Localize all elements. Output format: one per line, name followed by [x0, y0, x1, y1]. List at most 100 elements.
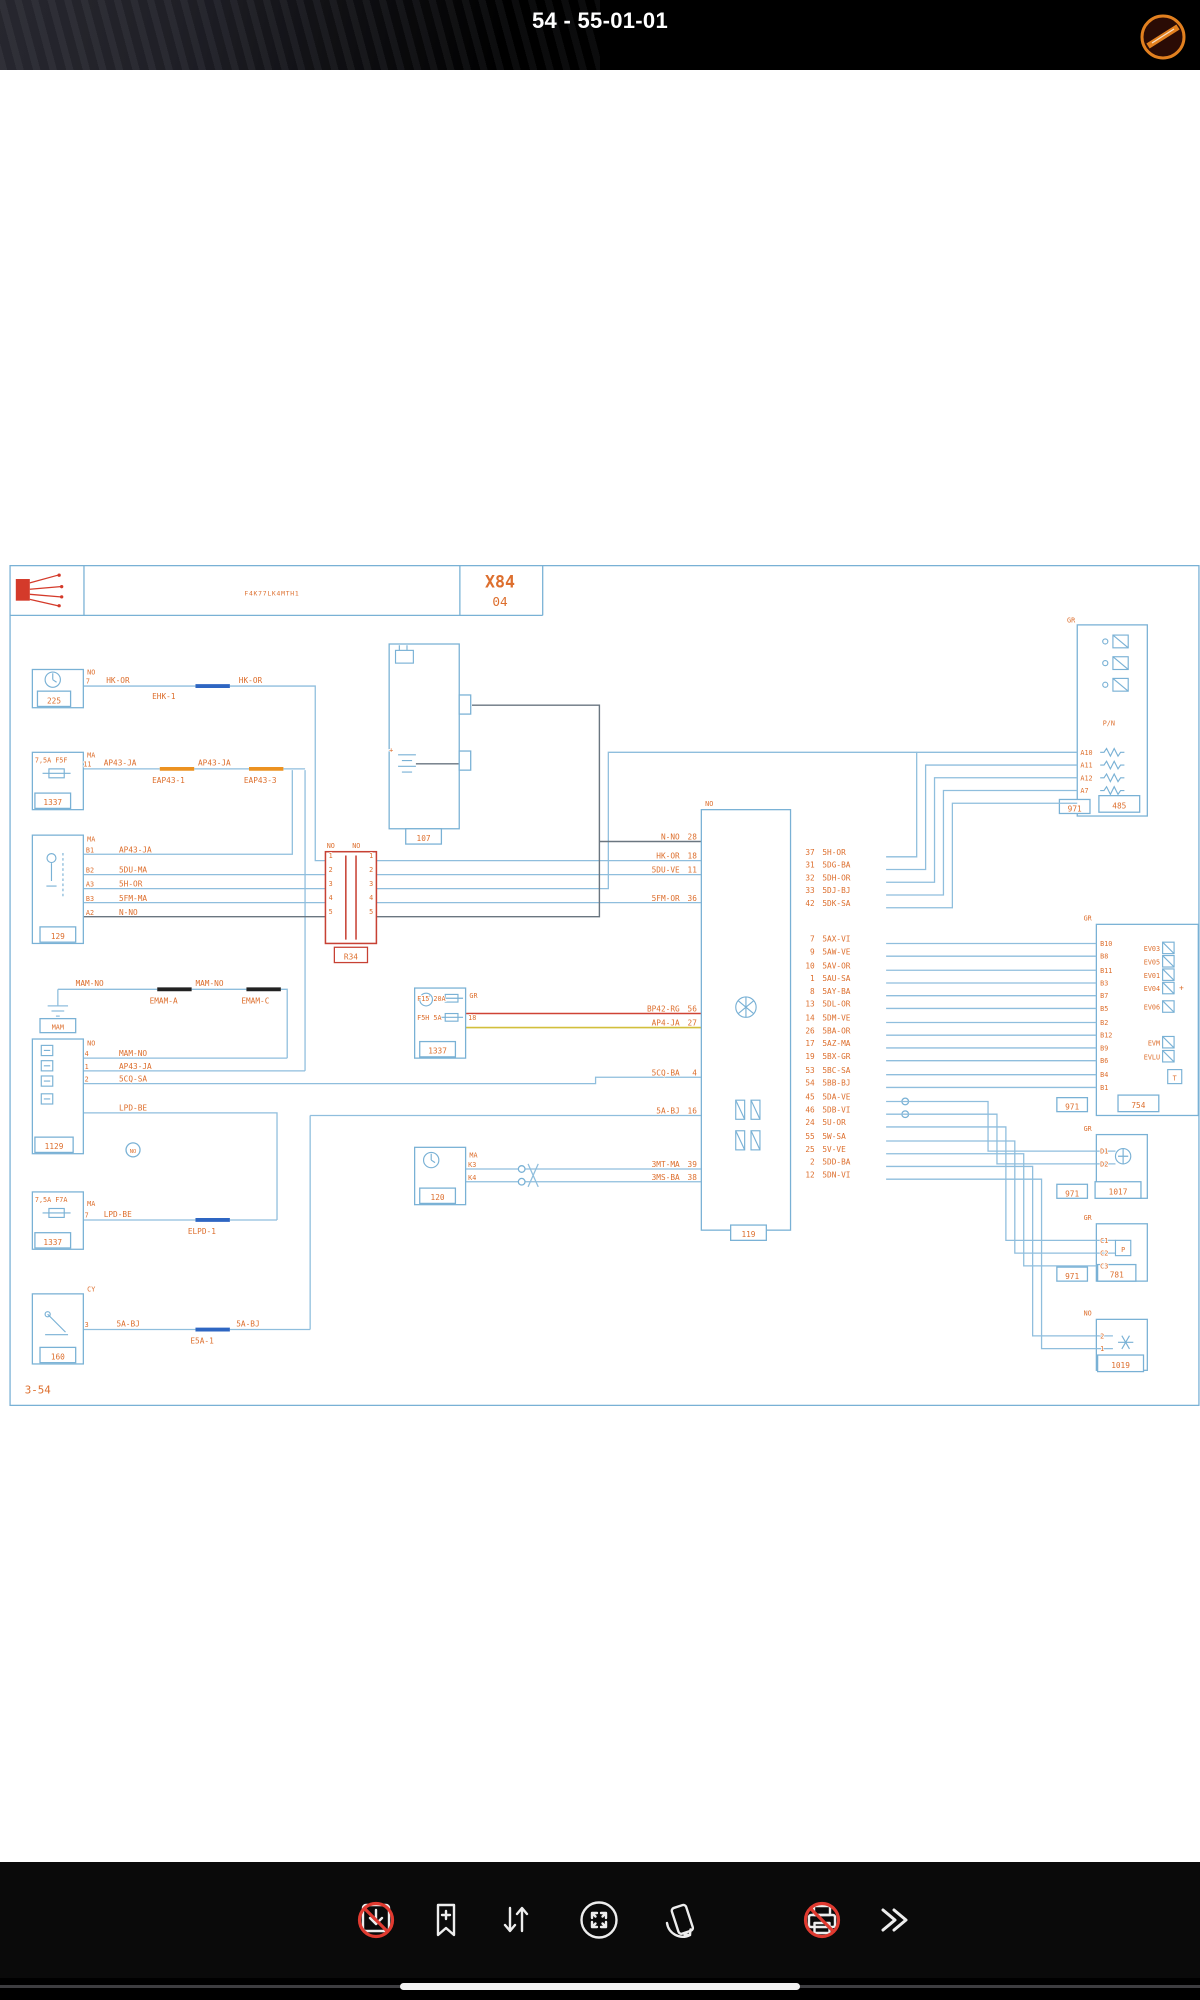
pin-129-B3: B3 — [86, 895, 94, 903]
label-evlu: EVLU — [1144, 1053, 1160, 1061]
wire-right-5DK-SA — [886, 802, 1078, 909]
pin-r34-right-2: 2 — [369, 866, 373, 874]
pin-119-25: 25 — [805, 1145, 815, 1154]
conn-1017: GR — [1084, 1125, 1093, 1133]
wire-label-5DN-VI: 5DN-VI — [822, 1170, 850, 1179]
pin-f5f: 11 — [83, 760, 91, 768]
pin-754-B8: B8 — [1100, 953, 1108, 961]
pin-r34-right-5: 5 — [369, 908, 373, 916]
more-chevrons-button[interactable] — [870, 1898, 914, 1942]
sensor-t-754: T — [1173, 1074, 1177, 1082]
valve-ev05: EV05 — [1144, 958, 1160, 966]
pin-485-A12: A12 — [1080, 774, 1092, 782]
sheet-number: 04 — [492, 595, 508, 610]
fuse-icons-f15 — [419, 992, 464, 1022]
wire-label-5CQ-BA: 5CQ-BA — [652, 1068, 680, 1077]
pin-r34-left-5: 5 — [329, 908, 333, 916]
pin-119-56: 56 — [688, 1005, 698, 1014]
pin-1129-1: 1 — [85, 1063, 89, 1071]
pin-119-1: 1 — [810, 974, 815, 983]
pin-485-A11: A11 — [1080, 762, 1092, 770]
pin-f7a: 7 — [85, 1211, 89, 1219]
bookmark-add-icon — [436, 1903, 456, 1937]
pin-119-33: 33 — [805, 886, 815, 895]
diagram-texts: F4K77LK4MTH1 X84 04 3-54 225 1337 129 MA… — [24, 571, 1185, 1397]
wiring-diagram: F4K77LK4MTH1 X84 04 3-54 225 1337 129 MA… — [9, 565, 1200, 1406]
print-disabled-button[interactable] — [800, 1898, 844, 1942]
wire-label-5DD-BA: 5DD-BA — [822, 1158, 850, 1167]
pin-119-11: 11 — [688, 866, 698, 875]
header-background-image — [0, 0, 600, 70]
conn-f15: GR — [469, 992, 478, 1000]
conn-1129: NO — [87, 1039, 95, 1047]
splice-ehk1: EHK-1 — [152, 692, 176, 701]
wire-label-AP4-JA: AP4-JA — [652, 1019, 680, 1028]
wire-label-5DH-OR: 5DH-OR — [822, 873, 850, 882]
pin-f15: 18 — [468, 1014, 476, 1022]
wire-ap43-1: AP43-JA — [104, 759, 137, 768]
valve-icons-754 — [1162, 941, 1183, 1085]
download-disabled-button[interactable] — [354, 1898, 398, 1942]
pin-119-26: 26 — [805, 1026, 815, 1035]
fuse-f15-line1: F15 20A — [417, 995, 445, 1003]
conn-160: CY — [87, 1285, 95, 1293]
sort-vertical-button[interactable] — [494, 1898, 538, 1942]
pin-119-39: 39 — [688, 1160, 698, 1169]
pin-754-B6: B6 — [1100, 1057, 1108, 1065]
pin-119-14: 14 — [805, 1014, 815, 1023]
component-id-mam: MAM — [52, 1023, 64, 1031]
wire-label-N-NO: N-NO — [661, 833, 680, 842]
pin-754-B11: B11 — [1100, 967, 1112, 975]
wire-label-BP42-RG: BP42-RG — [647, 1005, 680, 1014]
pin-119-32: 32 — [805, 873, 815, 882]
rotate-device-button[interactable] — [660, 1898, 704, 1942]
note-485: P/N — [1103, 720, 1115, 728]
pin-119-9: 9 — [810, 947, 815, 956]
bookmark-add-button[interactable] — [424, 1898, 468, 1942]
wire-ap43-2: AP43-JA — [198, 759, 231, 768]
wire-5a-2: 5A-BJ — [236, 1319, 259, 1328]
more-chevrons-icon — [881, 1908, 908, 1932]
splice-emam-c: EMAM-C — [241, 996, 269, 1005]
component-id-225: 225 — [47, 696, 61, 705]
wire-right-5DH-OR — [886, 777, 1078, 883]
wire-label-5AX-VI: 5AX-VI — [822, 935, 850, 944]
pin-1129-2: 2 — [85, 1076, 89, 1084]
wire-label-5AW-VE: 5AW-VE — [822, 947, 850, 956]
fuse-rating-f7a: 7,5A F7A — [35, 1196, 68, 1204]
wire-label-5DK-SA: 5DK-SA — [822, 899, 850, 908]
pan-zoom-button[interactable] — [577, 1898, 621, 1942]
pin-119-55: 55 — [805, 1132, 815, 1141]
conn-754: GR — [1084, 915, 1093, 923]
pin-120-k4: K4 — [468, 1174, 476, 1182]
pin-119-17: 17 — [805, 1039, 815, 1048]
wire-label-5FM-OR: 5FM-OR — [652, 894, 680, 903]
component-id-754: 754 — [1131, 1101, 1145, 1110]
valve-ev06: EV06 — [1144, 1004, 1160, 1012]
conn-f7a: MA — [87, 1200, 95, 1208]
splice-eap43-3: EAP43-3 — [244, 776, 277, 785]
badge-1129: NO — [130, 1149, 137, 1155]
app-logo[interactable] — [1139, 13, 1187, 61]
symbol-p-781: P — [1121, 1246, 1125, 1254]
battery-plus: + — [389, 746, 393, 754]
lever-switch-icon-160 — [44, 1311, 69, 1336]
wire-5h-or: 5H-OR — [119, 880, 143, 889]
component-symbols — [15, 573, 1183, 1350]
wire-right-5DN-VI — [886, 1178, 1097, 1350]
component-id-r34: R34 — [344, 952, 358, 961]
home-indicator[interactable] — [400, 1983, 800, 1990]
wire-label-HK-OR: HK-OR — [656, 852, 680, 861]
conn-485: GR — [1067, 616, 1076, 624]
pin-119-24: 24 — [805, 1118, 815, 1127]
wire-label-5BB-BJ: 5BB-BJ — [822, 1079, 850, 1088]
pin-1017-D1: D1 — [1100, 1148, 1108, 1156]
pin-129-B1: B1 — [86, 846, 94, 854]
print-disabled-icon — [803, 1901, 841, 1939]
pin-119-28: 28 — [688, 833, 698, 842]
wire-5a-1: 5A-BJ — [116, 1319, 139, 1328]
wire-label-5W-SA: 5W-SA — [822, 1132, 846, 1141]
pin-1017-D2: D2 — [1100, 1160, 1108, 1168]
